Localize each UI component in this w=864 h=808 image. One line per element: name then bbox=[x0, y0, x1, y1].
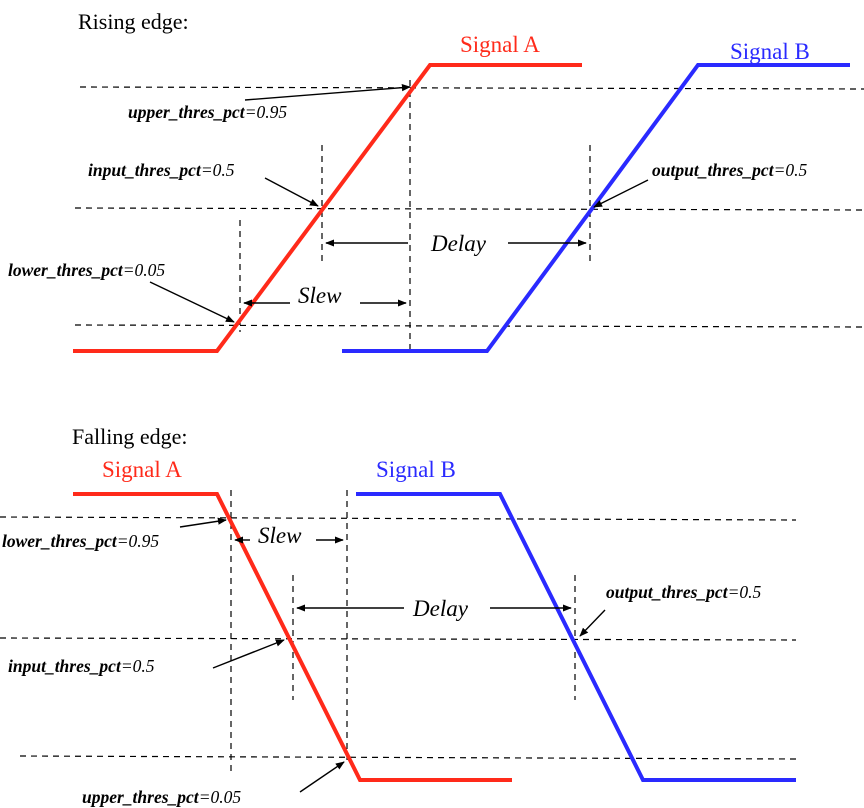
rising-signal-a-label: Signal A bbox=[460, 32, 540, 57]
falling-slew-label: Slew bbox=[258, 523, 302, 548]
rising-delay-label: Delay bbox=[430, 231, 487, 256]
falling-input-threshold-label: input_thres_pct=0.5 bbox=[8, 656, 155, 676]
rising-lower-threshold-arrow bbox=[149, 281, 235, 323]
rising-slew-label: Slew bbox=[298, 283, 342, 308]
falling-lower-threshold-label: lower_thres_pct=0.95 bbox=[2, 531, 159, 551]
rising-upper-threshold-label: upper_thres_pct=0.95 bbox=[128, 102, 287, 122]
rising-middle-threshold-line bbox=[74, 207, 864, 211]
falling-upper-threshold-label: upper_thres_pct=0.05 bbox=[82, 787, 241, 807]
rising-lower-threshold-label: lower_thres_pct=0.05 bbox=[8, 260, 165, 280]
rising-input-threshold-label: input_thres_pct=0.5 bbox=[88, 160, 235, 180]
falling-upper-threshold-line bbox=[0, 516, 797, 521]
falling-lower-threshold-line bbox=[19, 755, 797, 760]
falling-upper-threshold-arrow bbox=[299, 761, 345, 793]
falling-middle-threshold-line bbox=[0, 637, 797, 641]
rising-output-threshold-arrow bbox=[593, 179, 649, 208]
falling-edge-panel: Falling edge: Signal A Signal B lower_th… bbox=[0, 424, 797, 807]
falling-delay-label: Delay bbox=[412, 596, 469, 621]
falling-output-threshold-arrow bbox=[579, 609, 606, 637]
rising-input-threshold-arrow bbox=[264, 177, 319, 207]
falling-edge-title: Falling edge: bbox=[72, 424, 187, 449]
rising-lower-threshold-line bbox=[74, 324, 864, 328]
rising-edge-title: Rising edge: bbox=[78, 9, 189, 34]
rising-signal-b-label: Signal B bbox=[730, 39, 810, 64]
falling-signal-b-label: Signal B bbox=[376, 457, 456, 482]
rising-signal-b-waveform bbox=[342, 63, 850, 353]
rising-upper-threshold-arrow bbox=[244, 84, 411, 101]
falling-input-threshold-arrow bbox=[212, 639, 285, 669]
falling-lower-threshold-arrow bbox=[179, 517, 227, 528]
rising-output-threshold-label: output_thres_pct=0.5 bbox=[652, 160, 807, 180]
rising-upper-threshold-line bbox=[79, 86, 864, 90]
falling-output-threshold-label: output_thres_pct=0.5 bbox=[606, 582, 761, 602]
falling-signal-a-waveform bbox=[73, 492, 512, 782]
rising-signal-a-waveform bbox=[73, 63, 582, 353]
falling-signal-a-label: Signal A bbox=[102, 457, 182, 482]
falling-signal-b-waveform bbox=[356, 492, 796, 782]
rising-edge-panel: Rising edge: Signal A Signal B upper_thr… bbox=[8, 9, 864, 353]
